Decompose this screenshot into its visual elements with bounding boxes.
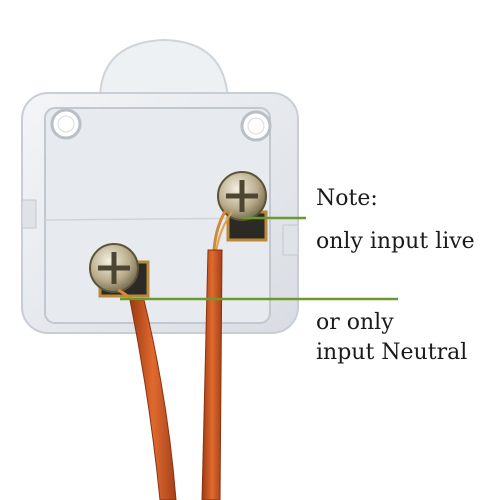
note-neutral-line1: or only (316, 310, 394, 335)
screw-upper (217, 171, 267, 221)
wire-right (201, 249, 223, 500)
note-neutral-line2: input Neutral (316, 340, 468, 365)
switch-top-dome (98, 38, 230, 101)
screw-lower (89, 243, 139, 293)
note-title: Note: (316, 186, 378, 211)
mounting-hole-left (50, 108, 82, 140)
wire-left (129, 299, 177, 500)
note-live-input: only input live (316, 229, 475, 254)
mounting-hole-right (240, 110, 272, 142)
